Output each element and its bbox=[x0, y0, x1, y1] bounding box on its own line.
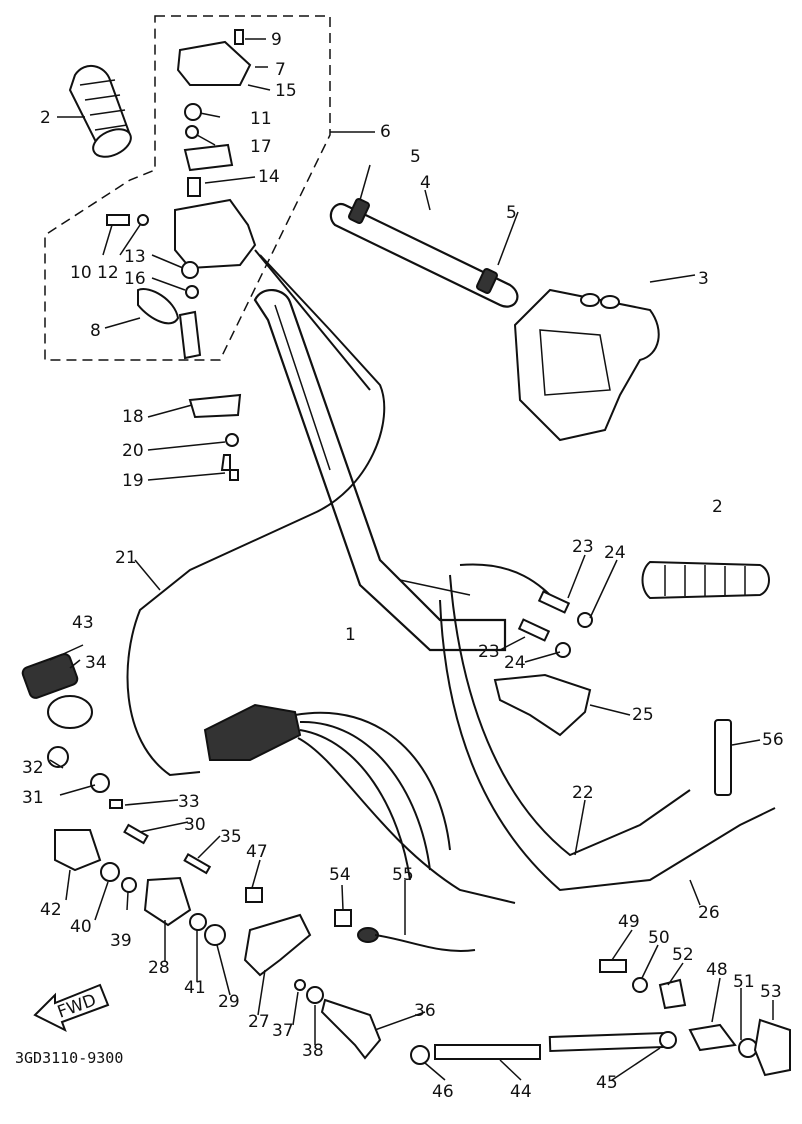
right-grip bbox=[641, 560, 770, 600]
connector-block bbox=[203, 703, 302, 761]
callout-50: 50 bbox=[648, 928, 670, 948]
callout-48: 48 bbox=[706, 960, 728, 980]
callout-17: 17 bbox=[250, 137, 272, 157]
callout-6: 6 bbox=[380, 122, 391, 142]
callout-30: 30 bbox=[184, 815, 206, 835]
throttle-assembly-parts bbox=[106, 29, 257, 360]
holder-18 bbox=[188, 393, 242, 419]
left-grip bbox=[68, 65, 132, 158]
callout-23a: 23 bbox=[572, 537, 594, 557]
drawing-code: 3GD3110-9300 bbox=[15, 1049, 123, 1067]
callout-23b: 23 bbox=[478, 642, 500, 662]
callout-21: 21 bbox=[115, 548, 137, 568]
callout-44: 44 bbox=[510, 1082, 532, 1102]
cross-pad bbox=[329, 198, 519, 308]
callout-36: 36 bbox=[414, 1001, 436, 1021]
handlebar-cover bbox=[513, 288, 660, 442]
callout-3: 3 bbox=[698, 269, 709, 289]
leader-lines bbox=[49, 38, 774, 1081]
bolt-19 bbox=[220, 454, 239, 481]
callout-26: 26 bbox=[698, 903, 720, 923]
callout-2a: 2 bbox=[40, 108, 51, 128]
callout-38: 38 bbox=[302, 1041, 324, 1061]
callout-32: 32 bbox=[22, 758, 44, 778]
callout-45: 45 bbox=[596, 1073, 618, 1093]
nut-40 bbox=[100, 862, 120, 882]
callout-15: 15 bbox=[275, 81, 297, 101]
callout-29: 29 bbox=[218, 992, 240, 1012]
fwd-arrow: FWD bbox=[33, 983, 110, 1033]
callout-42: 42 bbox=[40, 900, 62, 920]
callout-9: 9 bbox=[271, 30, 282, 50]
callout-4: 4 bbox=[420, 173, 431, 193]
nut-32 bbox=[47, 746, 69, 768]
callout-18: 18 bbox=[122, 407, 144, 427]
callout-54: 54 bbox=[329, 865, 351, 885]
callout-55: 55 bbox=[392, 865, 414, 885]
callout-11: 11 bbox=[250, 109, 272, 129]
callout-22: 22 bbox=[572, 783, 594, 803]
tie-56 bbox=[714, 719, 732, 796]
callout-24b: 24 bbox=[504, 653, 526, 673]
callout-12: 12 bbox=[97, 263, 119, 283]
callout-2b: 2 bbox=[712, 497, 723, 517]
fwd-label: FWD bbox=[55, 990, 99, 1022]
washer-20 bbox=[225, 433, 239, 447]
callout-10: 10 bbox=[70, 263, 92, 283]
washer-39 bbox=[121, 877, 137, 893]
callout-47: 47 bbox=[246, 842, 268, 862]
callout-5a: 5 bbox=[410, 147, 421, 167]
cover-34 bbox=[47, 695, 93, 729]
callout-8: 8 bbox=[90, 321, 101, 341]
callout-37: 37 bbox=[272, 1021, 294, 1041]
callout-19: 19 bbox=[122, 471, 144, 491]
callout-46: 46 bbox=[432, 1082, 454, 1102]
spring-33 bbox=[109, 799, 123, 809]
callout-24a: 24 bbox=[604, 543, 626, 563]
callout-31: 31 bbox=[22, 788, 44, 808]
callout-25: 25 bbox=[632, 705, 654, 725]
callout-28: 28 bbox=[148, 958, 170, 978]
cap-31 bbox=[90, 773, 110, 793]
callout-43: 43 bbox=[72, 613, 94, 633]
assembly-box-outline bbox=[44, 15, 331, 361]
housing-42 bbox=[54, 829, 102, 872]
callout-35: 35 bbox=[220, 827, 242, 847]
callout-41: 41 bbox=[184, 978, 206, 998]
handlebar bbox=[253, 289, 507, 652]
callout-49: 49 bbox=[618, 912, 640, 932]
callout-34: 34 bbox=[85, 653, 107, 673]
ring-41 bbox=[189, 913, 207, 931]
callout-1: 1 bbox=[345, 625, 356, 645]
callout-52: 52 bbox=[672, 945, 694, 965]
callout-53: 53 bbox=[760, 982, 782, 1002]
callout-51: 51 bbox=[733, 972, 755, 992]
callout-14: 14 bbox=[258, 167, 280, 187]
callout-labels: 1 2 2 3 4 5 5 6 7 8 9 10 11 12 13 14 15 … bbox=[22, 30, 784, 1102]
cable-22 bbox=[449, 574, 691, 857]
callout-5b: 5 bbox=[506, 203, 517, 223]
cable-26 bbox=[439, 599, 776, 892]
callout-13: 13 bbox=[124, 247, 146, 267]
callout-16: 16 bbox=[124, 269, 146, 289]
callout-20: 20 bbox=[122, 441, 144, 461]
switch-43 bbox=[21, 653, 79, 699]
pin-35 bbox=[183, 853, 212, 875]
callout-40: 40 bbox=[70, 917, 92, 937]
pin-30 bbox=[123, 823, 149, 845]
lower-linkage bbox=[243, 887, 791, 1077]
callout-7: 7 bbox=[275, 60, 286, 80]
callout-27: 27 bbox=[248, 1012, 270, 1032]
callout-33: 33 bbox=[178, 792, 200, 812]
callout-56: 56 bbox=[762, 730, 784, 750]
callout-39: 39 bbox=[110, 931, 132, 951]
throttle-cable bbox=[126, 254, 386, 777]
ring-29 bbox=[204, 924, 226, 946]
fitting-28 bbox=[143, 876, 192, 927]
brake-adjusters bbox=[493, 590, 593, 737]
